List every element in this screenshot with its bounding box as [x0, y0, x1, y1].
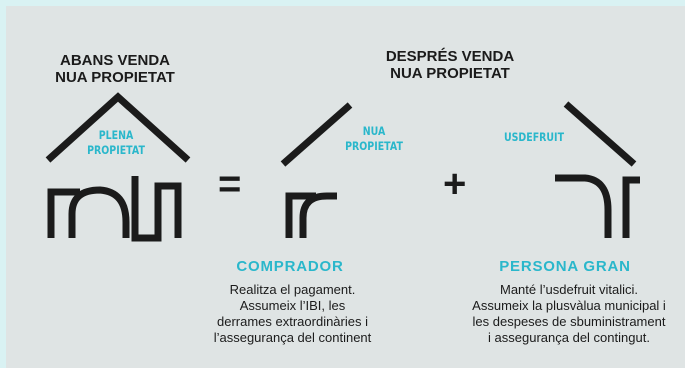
after-sale-heading: DESPRÉS VENDA NUA PROPIETAT: [365, 48, 535, 82]
usufruct-house-body-icon: [555, 174, 640, 238]
full-property-house-roof-icon: [45, 92, 191, 163]
bare-ownership-house-roof-icon: [280, 102, 353, 167]
bare-ownership-house-body-icon: [285, 192, 337, 238]
full-property-line2: PROPIETAT: [87, 143, 145, 157]
full-property-label: PLENA PROPIETAT: [85, 128, 147, 158]
usufruct-house-roof-icon: [563, 101, 637, 167]
before-sale-heading: ABANS VENDA NUA PROPIETAT: [40, 52, 190, 86]
bare-ownership-label: NUA PROPIETAT: [341, 124, 407, 154]
buyer-description: Realitza el pagament. Assumeix l’IBI, le…: [213, 282, 372, 345]
buyer-role: COMPRADOR: [236, 258, 344, 275]
before-heading-line1: ABANS VENDA: [59, 52, 170, 69]
plus-sign: +: [443, 162, 467, 206]
full-property-house-body-icon: [47, 176, 182, 242]
before-heading-line2: NUA PROPIETAT: [55, 69, 175, 86]
after-heading-line1: DESPRÉS VENDA: [385, 48, 515, 65]
usufruct-label: USDEFRUIT: [501, 130, 567, 145]
bare-ownership-line2: PROPIETAT: [345, 139, 403, 153]
equals-sign: =: [218, 162, 242, 206]
elder-role: PERSONA GRAN: [499, 258, 631, 275]
full-property-line1: PLENA: [98, 128, 134, 142]
after-heading-line2: NUA PROPIETAT: [390, 65, 510, 82]
elder-description: Manté l’usdefruit vitalici. Assumeix la …: [472, 282, 666, 345]
usufruct-line1: USDEFRUIT: [503, 130, 565, 144]
bare-ownership-line1: NUA: [362, 124, 386, 138]
